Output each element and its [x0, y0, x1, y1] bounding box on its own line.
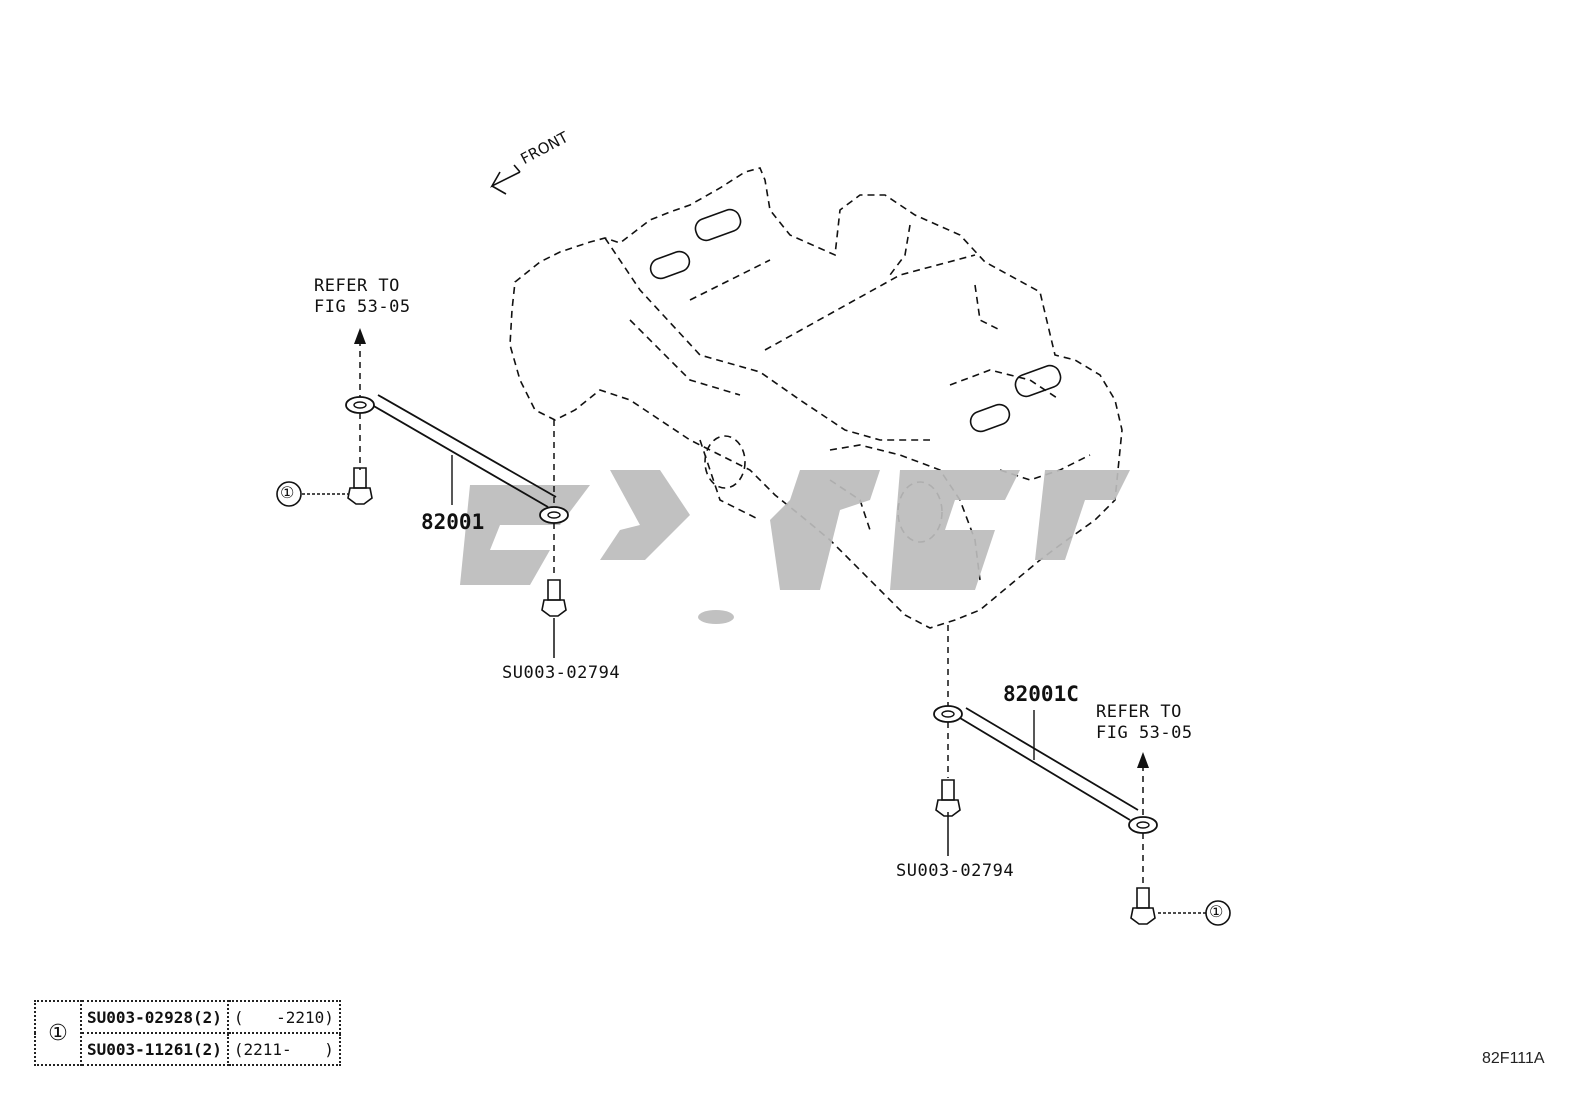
- refer-left-line1: REFER TO: [314, 276, 400, 296]
- key-row: ① SU003-02928(2) ( -2210): [34, 1000, 341, 1066]
- parts-key-table: ① SU003-02928(2) ( -2210) SU003-11261(2)…: [34, 1000, 341, 1066]
- bolt-icons: [347, 467, 1156, 925]
- key-row: SU003-11261(2) (2211- ): [35, 1032, 341, 1066]
- leader-dashes: [359, 340, 1144, 885]
- refer-right-line2: FIG 53-05: [1096, 723, 1193, 743]
- circle-ref-left: ①: [280, 483, 295, 502]
- bolt-label-right: SU003-02794: [896, 861, 1015, 881]
- front-arrow-icon: [489, 164, 521, 195]
- figure-code: 82F111A: [1482, 1050, 1545, 1067]
- key-range: (2211- ): [226, 1032, 341, 1066]
- key-ref-marker: ①: [34, 1000, 82, 1066]
- bolt-label-left: SU003-02794: [502, 663, 621, 683]
- key-range-value: ): [324, 1039, 334, 1059]
- circle-ref-markers: [276, 481, 1231, 926]
- key-part-number: SU003-11261(2): [80, 1032, 229, 1066]
- circle-ref-right: ①: [1209, 902, 1224, 921]
- watermark-logo: [460, 470, 1130, 624]
- refer-left-line2: FIG 53-05: [314, 297, 411, 317]
- key-range-open: (2211-: [233, 1039, 292, 1059]
- key-part-number: SU003-02928(2): [80, 1000, 229, 1034]
- key-range-value: -2210): [276, 1007, 334, 1027]
- refer-right-line1: REFER TO: [1096, 702, 1182, 722]
- part-label-82001: 82001: [421, 510, 485, 534]
- rod-82001: [345, 394, 569, 524]
- key-range: ( -2210): [226, 1000, 341, 1034]
- refer-arrows: [354, 328, 1149, 768]
- key-range-open: (: [233, 1007, 244, 1027]
- bolt-leaders: [302, 493, 1206, 914]
- part-label-82001c: 82001C: [1003, 682, 1079, 706]
- engine-outline: [509, 167, 1123, 629]
